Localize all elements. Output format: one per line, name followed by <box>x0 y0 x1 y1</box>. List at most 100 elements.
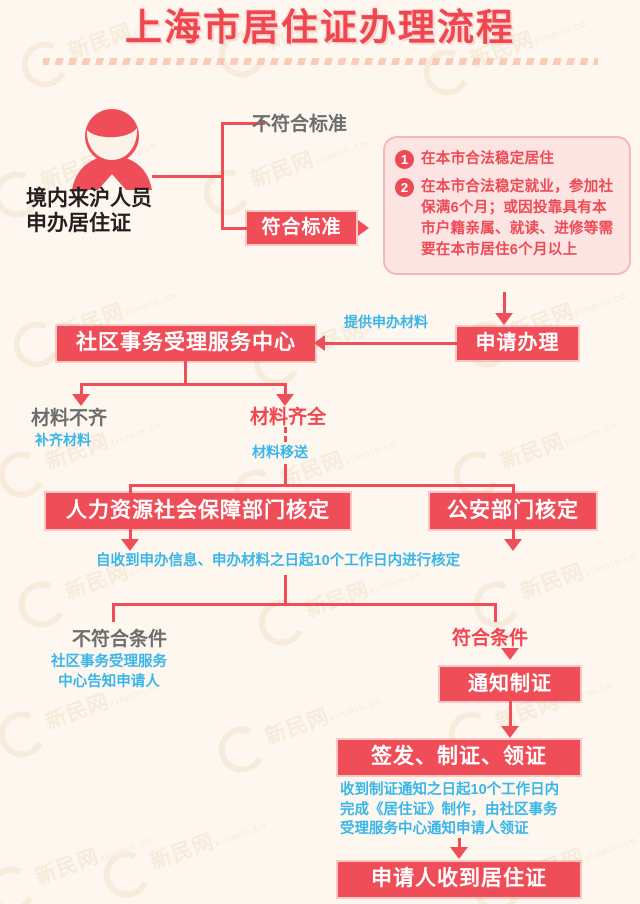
connector-production-down <box>458 838 461 852</box>
connector-transfer-dashed <box>284 427 287 442</box>
watermark: 新民网xinmin.cn <box>0 817 159 904</box>
watermark: 新民网xinmin.cn <box>97 802 274 904</box>
watermark-logo-icon <box>97 845 157 904</box>
person-icon <box>72 109 152 190</box>
materials-complete-label: 材料齐全 <box>250 407 327 428</box>
match-standard-box: 符合标准 <box>247 212 356 244</box>
materials-incomplete-note: 补齐材料 <box>35 432 91 448</box>
submit-materials-note: 提供申办材料 <box>344 314 428 330</box>
connector-to-not-match-standard <box>221 122 265 125</box>
service-center-box: 社区事务受理服务中心 <box>57 326 315 361</box>
not-match-condition-label: 不符合条件 <box>72 629 168 650</box>
watermark-cn: 新民网 <box>497 429 568 474</box>
watermark-en: xinmin.cn <box>342 438 399 468</box>
watermark-cn: 新民网 <box>247 147 318 192</box>
watermark-en: xinmin.cn <box>582 835 639 865</box>
watermark-cn: 新民网 <box>147 829 218 874</box>
condition-number: 1 <box>395 150 414 169</box>
verification-note: 自收到申办信息、申办材料之日起10个工作日内进行核定 <box>96 553 461 569</box>
condition-number: 2 <box>395 178 414 198</box>
watermark-cn: 新民网 <box>302 577 373 622</box>
connector-to-police-department <box>512 484 515 495</box>
arrow-to-notify <box>501 648 519 660</box>
connector-to-not-match-condition <box>112 603 115 622</box>
watermark-cn: 新民网 <box>32 844 103 889</box>
watermark: 新民网xinmin.cn <box>447 402 624 504</box>
arrow-to-conditions <box>358 220 369 236</box>
watermark-en: xinmin.cn <box>562 420 619 450</box>
applicant-label: 境内来沪人员 申办居住证 <box>26 186 152 236</box>
police-department-box: 公安部门核定 <box>430 493 596 529</box>
issue-make-collect-box: 签发、制证、领证 <box>338 740 580 775</box>
watermark-cn: 新民网 <box>262 704 333 749</box>
connector-applicant-out <box>152 175 224 178</box>
connector-materials-bracket <box>80 383 287 386</box>
connector-to-match-standard <box>221 227 249 230</box>
watermark-logo-icon <box>0 705 52 764</box>
watermark-en: xinmin.cn <box>582 550 639 580</box>
applicant-label-line2: 申办居住证 <box>26 212 131 236</box>
connector-departments-bracket <box>129 484 515 487</box>
connector-transfer-down <box>284 464 287 486</box>
watermark-logo-icon <box>252 593 312 652</box>
production-note-line3: 受理服务中心通知申请人领证 <box>340 821 529 838</box>
production-note: 收到制证通知之日起10个工作日内 完成《居住证》制作，由社区事务 受理服务中心通… <box>340 781 559 840</box>
watermark-en: xinmin.cn <box>212 820 269 850</box>
watermark-logo-icon <box>212 720 272 779</box>
watermark: 新民网xinmin.cn <box>12 532 189 634</box>
arrow-incomplete <box>72 394 90 406</box>
connector-standards-bracket <box>221 122 224 230</box>
connector-police-down <box>512 529 515 542</box>
condition-item: 2 在本市合法稳定就业，参加社保满6个月；或因投靠具有本市户籍亲属、就读、进修等… <box>395 177 617 261</box>
materials-transfer-note: 材料移送 <box>252 444 308 460</box>
materials-incomplete-label: 材料不齐 <box>31 408 108 429</box>
page-title: 上海市居住证办理流程 <box>125 7 515 48</box>
connector-conditions-bracket <box>112 603 497 606</box>
title-divider <box>42 57 598 65</box>
condition-text: 在本市合法稳定居住 <box>421 151 555 167</box>
arrow-to-apply <box>495 313 513 325</box>
arrow-complete <box>276 394 294 406</box>
connector-conditions-down <box>503 292 506 314</box>
watermark-cn: 新民网 <box>42 689 113 734</box>
conditions-panel: 1 在本市合法稳定居住 2 在本市合法稳定就业，参加社保满6个月；或因投靠具有本… <box>383 136 631 276</box>
watermark-en: xinmin.cn <box>572 290 629 320</box>
match-condition-label: 符合条件 <box>452 628 529 649</box>
not-match-condition-note-line2: 中心告知申请人 <box>58 673 160 690</box>
watermark-en: xinmin.cn <box>367 568 424 598</box>
connector-center-down <box>184 361 187 385</box>
watermark-logo-icon <box>0 860 42 904</box>
watermark-logo-icon <box>12 575 72 634</box>
watermark-en: xinmin.cn <box>107 420 164 450</box>
connector-to-hr-department <box>129 484 132 495</box>
connector-to-complete <box>284 383 287 397</box>
watermark-en: xinmin.cn <box>327 695 384 725</box>
not-match-standard-label: 不符合标准 <box>252 114 348 135</box>
connector-hr-down <box>129 529 132 542</box>
connector-verification-down <box>284 575 287 605</box>
arrow-to-service-center <box>314 335 325 351</box>
hr-department-box: 人力资源社会保障部门核定 <box>46 493 350 529</box>
arrow-police-down <box>504 539 522 551</box>
notify-make-card-box: 通知制证 <box>440 667 580 701</box>
connector-apply-to-center <box>325 342 457 345</box>
applicant-label-line1: 境内来沪人员 <box>26 187 152 210</box>
apply-box: 申请办理 <box>457 327 578 360</box>
watermark-en: xinmin.cn <box>122 290 179 320</box>
arrow-to-issue <box>501 726 519 738</box>
condition-item: 1 在本市合法稳定居住 <box>395 149 617 170</box>
connector-to-incomplete <box>80 383 83 397</box>
title-block: 上海市居住证办理流程 <box>0 7 640 65</box>
watermark-en: xinmin.cn <box>312 138 369 168</box>
connector-to-match-condition <box>494 603 497 622</box>
condition-text: 在本市合法稳定就业，参加社保满6个月；或因投靠具有本市户籍亲属、就读、进修等需要… <box>421 179 614 259</box>
production-note-line1: 收到制证通知之日起10个工作日内 <box>340 782 560 798</box>
watermark-logo-icon <box>0 445 52 504</box>
arrow-to-receive <box>450 847 468 859</box>
not-match-condition-note: 社区事务受理服务 中心告知申请人 <box>51 653 167 692</box>
production-note-line2: 完成《居住证》制作，由社区事务 <box>340 801 558 818</box>
connector-notify-down <box>509 701 512 731</box>
not-match-condition-note-line1: 社区事务受理服务 <box>51 654 167 670</box>
applicant-receives-box: 申请人收到居住证 <box>338 862 580 897</box>
